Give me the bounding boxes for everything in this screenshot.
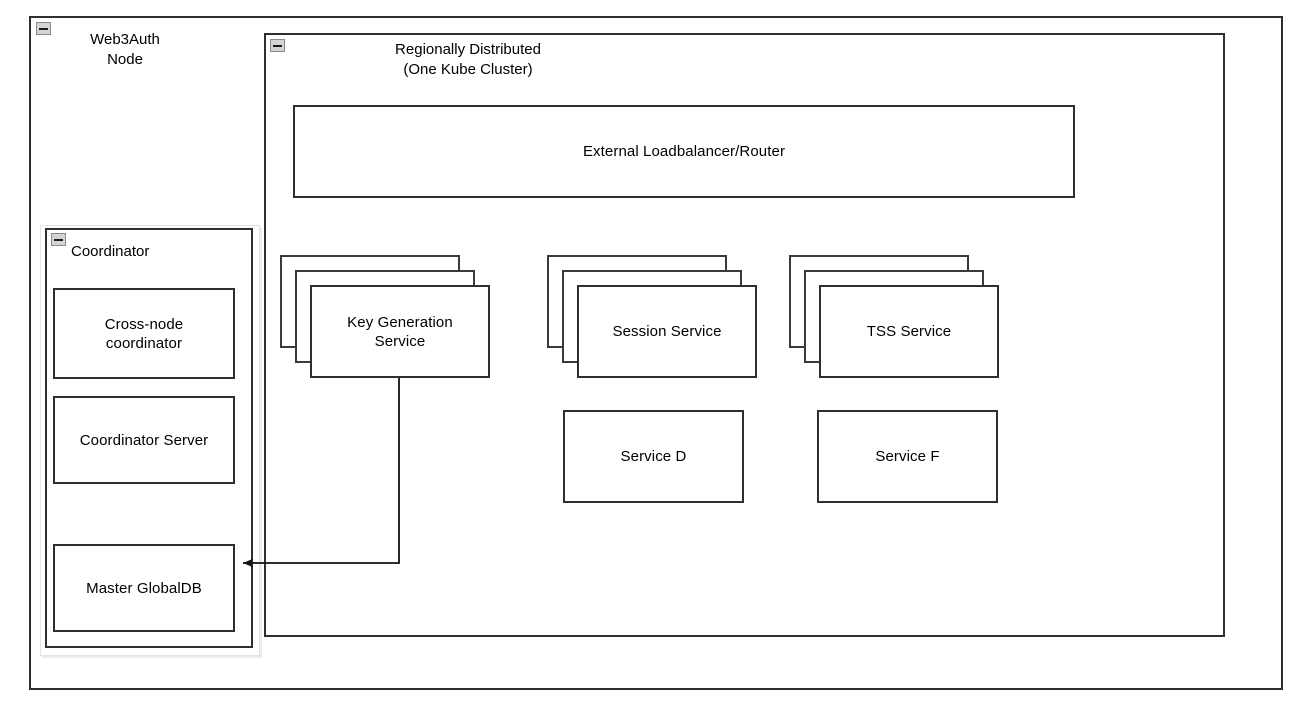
service-f-box[interactable]: Service F <box>817 410 998 503</box>
collapse-minus-icon-regionally-distributed[interactable] <box>270 39 285 52</box>
cross-node-coordinator-label: Cross-node coordinator <box>104 315 184 352</box>
collapse-minus-icon-web3auth-node[interactable] <box>36 22 51 35</box>
external-loadbalancer-router-label: External Loadbalancer/Router <box>582 143 786 160</box>
coordinator-server-label: Coordinator Server <box>79 431 209 449</box>
web3auth-node-title: Web3Auth Node <box>90 31 160 68</box>
key-generation-service-label: Key Generation Service <box>347 313 453 350</box>
service-d-box[interactable]: Service D <box>563 410 744 503</box>
coordinator-server-box[interactable]: Coordinator Server <box>53 396 235 484</box>
collapse-minus-icon-coordinator[interactable] <box>51 233 66 246</box>
external-loadbalancer-router-box[interactable]: External Loadbalancer/Router <box>293 105 1075 198</box>
session-service-box[interactable]: Session Service <box>577 285 757 378</box>
master-globaldb-box[interactable]: Master GlobalDB <box>53 544 235 632</box>
service-d-label: Service D <box>620 448 687 465</box>
service-f-label: Service F <box>875 448 940 465</box>
session-service-label: Session Service <box>612 323 722 340</box>
tss-service-box[interactable]: TSS Service <box>819 285 999 378</box>
regionally-distributed-title: Regionally Distributed (One Kube Cluster… <box>395 41 541 78</box>
master-globaldb-label: Master GlobalDB <box>86 579 202 597</box>
tss-service-label: TSS Service <box>866 323 952 340</box>
key-generation-service-box[interactable]: Key Generation Service <box>310 285 490 378</box>
coordinator-title: Coordinator <box>71 243 150 260</box>
cross-node-coordinator-box[interactable]: Cross-node coordinator <box>53 288 235 379</box>
